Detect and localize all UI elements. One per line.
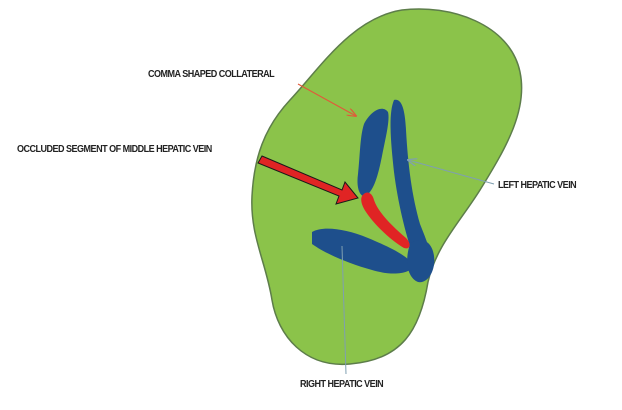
right-hepatic-vein-label: RIGHT HEPATIC VEIN: [300, 377, 383, 391]
occluded-segment-label: OCCLUDED SEGMENT OF MIDDLE HEPATIC VEIN: [17, 142, 275, 156]
comma-collateral-label: COMMA SHAPED COLLATERAL: [148, 67, 274, 81]
left-hepatic-vein-label: LEFT HEPATIC VEIN: [498, 178, 576, 192]
liver-shape: [252, 9, 522, 364]
